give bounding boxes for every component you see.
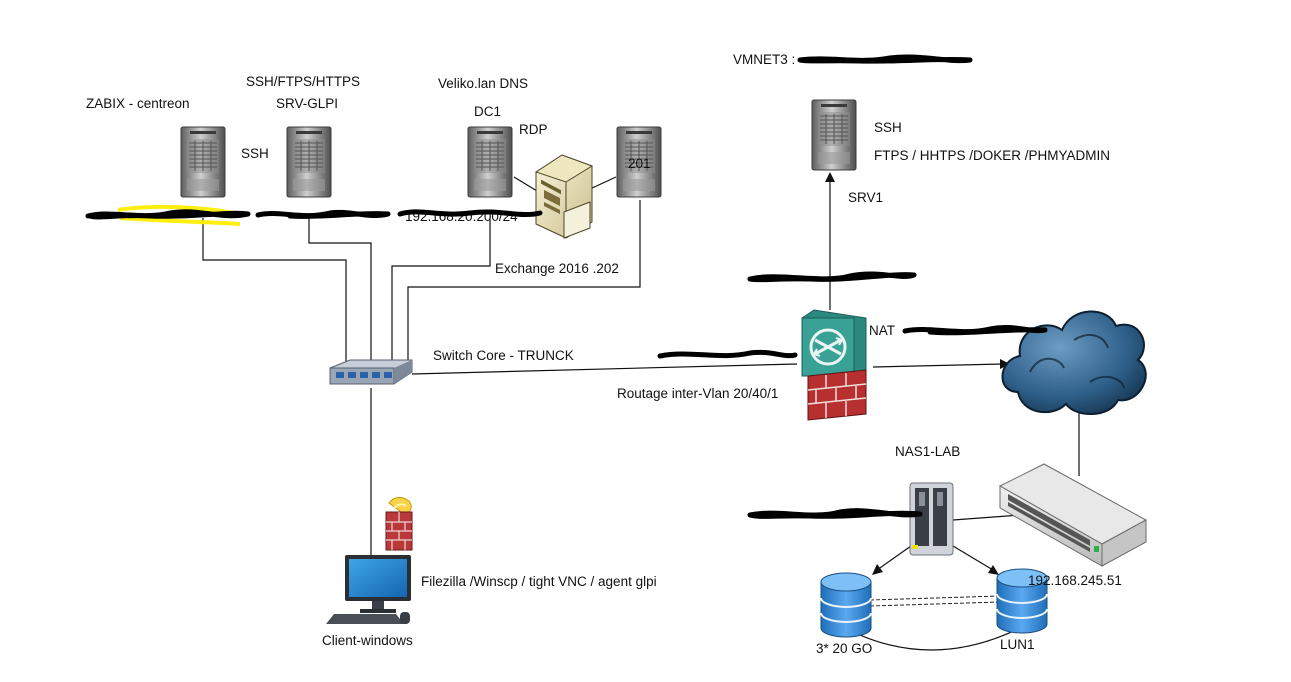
arrow-srv1 — [825, 172, 835, 182]
label-rdp: RDP — [519, 122, 548, 137]
link-nas-disk — [876, 545, 912, 571]
label-disk-left: 3* 20 GO — [816, 641, 872, 656]
link-zabix-switch — [202, 218, 347, 370]
link-dc1-pc — [513, 176, 538, 192]
label-zabix: ZABIX - centreon — [86, 96, 190, 111]
arrow-disk-right — [988, 565, 999, 575]
label-srv1-services: FTPS / HHTPS /DOKER /PHMYADMIN — [874, 148, 1110, 163]
label-lun1: LUN1 — [1000, 637, 1035, 652]
label-exchange: Exchange 2016 .202 — [495, 261, 619, 276]
link-switch-firewall — [411, 363, 798, 375]
redaction-scribbles — [85, 54, 1048, 519]
link-disks-dashed — [869, 595, 999, 601]
rack-switch-icon — [998, 463, 1148, 567]
server-dc1-icon — [467, 126, 513, 198]
connection-lines — [202, 172, 1080, 651]
label-client: Client-windows — [322, 633, 413, 648]
arrow-disk-left — [872, 564, 883, 575]
personal-firewall-icon — [385, 497, 413, 551]
link-firewall-cloud — [872, 363, 1004, 368]
label-srv-glpi: SRV-GLPI — [276, 96, 338, 111]
link-glpi-switch — [308, 218, 372, 370]
link-disks-dashed-2 — [869, 601, 999, 607]
label-glpi-protocols: SSH/FTPS/HTTPS — [246, 74, 360, 89]
arrow-cloud — [1000, 359, 1010, 369]
nas-icon — [909, 482, 954, 556]
link-nas-lun — [952, 545, 994, 571]
label-ssh-left: SSH — [241, 146, 269, 161]
server-zabix-icon — [180, 126, 226, 198]
desktop-pc-icon — [534, 154, 594, 239]
link-dc1-switch — [391, 218, 491, 370]
link-disks-curve — [844, 627, 1021, 651]
server-srv1-icon — [811, 99, 857, 171]
database-disk-lun1-icon — [996, 568, 1048, 634]
client-computer-icon — [326, 555, 411, 624]
label-srv1: SRV1 — [848, 190, 883, 205]
label-server-201: 201 — [628, 156, 651, 171]
firewall-router-icon — [801, 309, 867, 421]
label-dc1: DC1 — [474, 104, 501, 119]
label-ssh-srv1: SSH — [874, 120, 902, 135]
database-disk-left-icon — [820, 572, 872, 638]
label-nas1: NAS1-LAB — [895, 444, 960, 459]
label-nat: NAT — [869, 323, 895, 338]
link-nas-rackswitch — [952, 514, 1021, 521]
server-glpi-icon — [286, 126, 332, 198]
label-client-software: Filezilla /Winscp / tight VNC / agent gl… — [421, 574, 657, 589]
label-routage: Routage inter-Vlan 20/40/1 — [617, 386, 778, 401]
network-switch-icon — [329, 359, 413, 385]
link-201-switch — [407, 200, 641, 370]
label-vmnet3: VMNET3 : — [733, 52, 795, 67]
label-nas-ip: 192.168.245.51 — [1028, 573, 1122, 588]
label-dc-domain: Veliko.lan DNS — [438, 76, 528, 91]
link-pc-201 — [589, 176, 617, 190]
label-switch-core: Switch Core - TRUNCK — [433, 348, 574, 363]
cloud-icon — [1001, 310, 1147, 416]
